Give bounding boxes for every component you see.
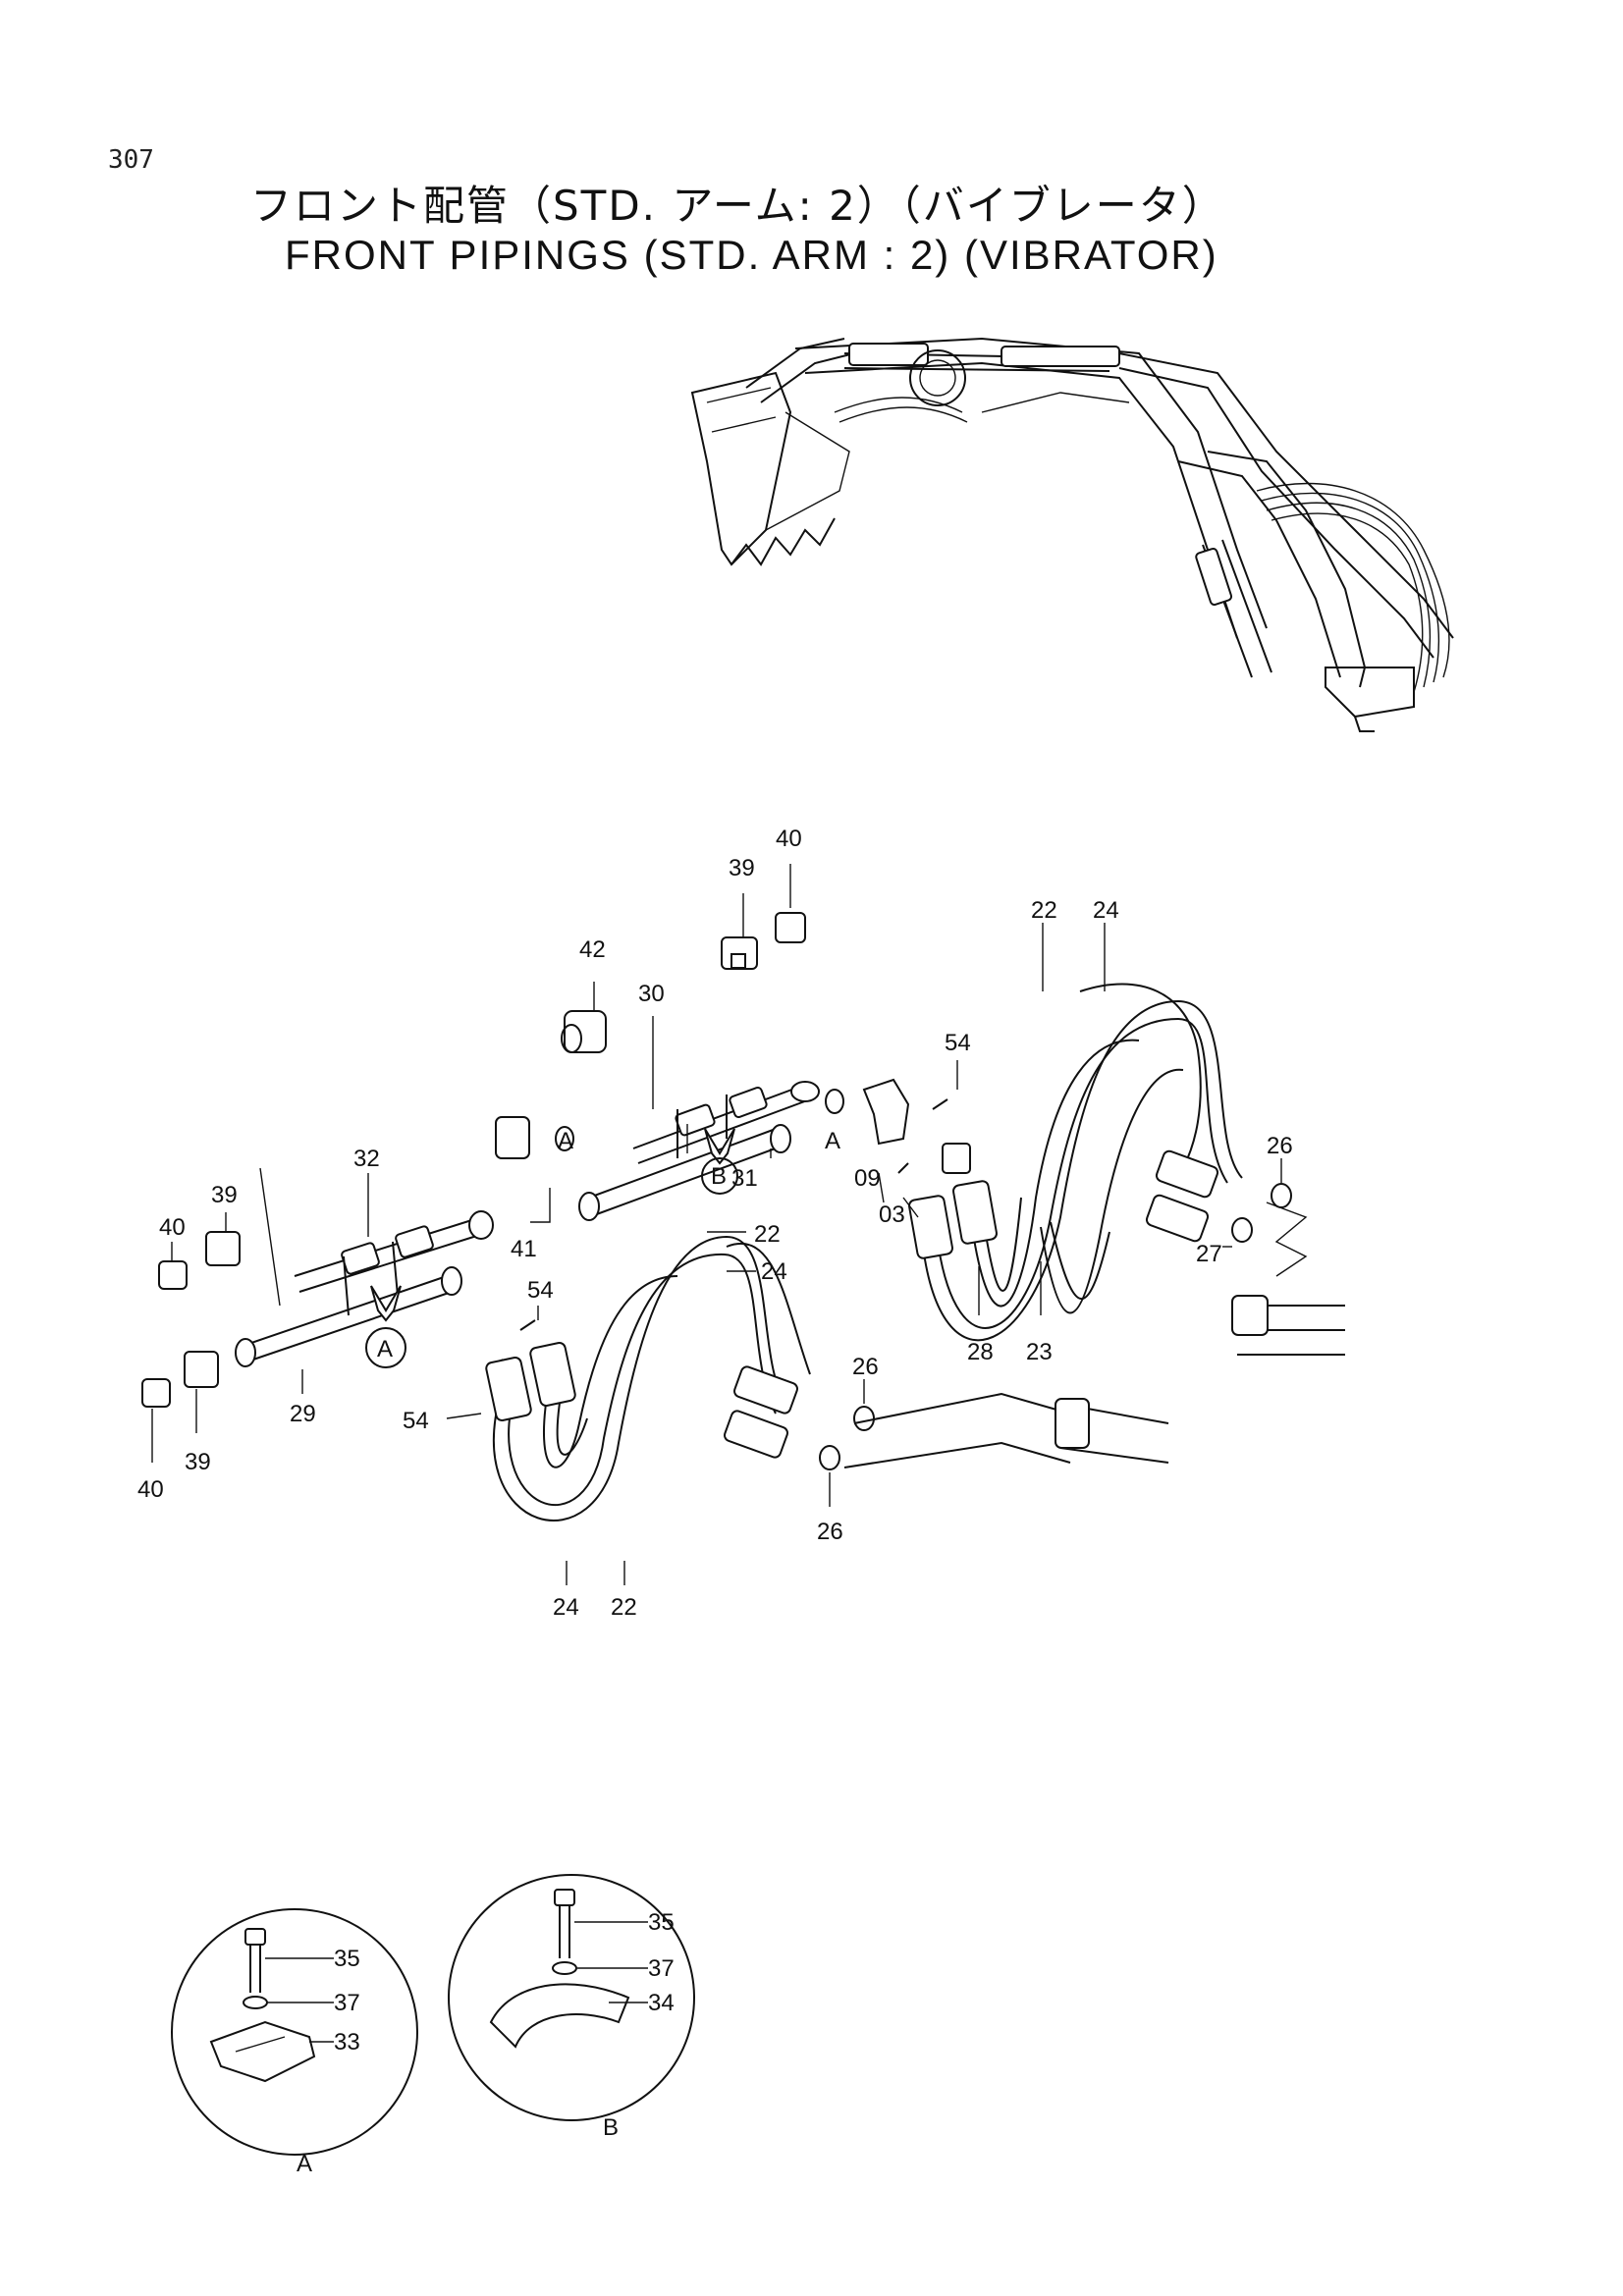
callout-22: 22 xyxy=(754,1221,781,1248)
callout-40: 40 xyxy=(137,1476,164,1503)
callout-39: 39 xyxy=(211,1182,238,1208)
callout-28: 28 xyxy=(967,1339,994,1365)
callout-34: 34 xyxy=(648,1990,675,2016)
detail-view-b-label: B xyxy=(603,2114,619,2141)
callout-26: 26 xyxy=(852,1354,879,1380)
callout-39: 39 xyxy=(729,855,755,881)
callout-27: 27 xyxy=(1196,1241,1222,1267)
callout-39: 39 xyxy=(185,1449,211,1475)
pipe-assembly-30 xyxy=(578,1081,820,1221)
callout-40: 40 xyxy=(776,826,802,852)
callout-33: 33 xyxy=(334,2029,360,2056)
callout-09: 09 xyxy=(854,1165,881,1192)
page-number: 307 xyxy=(108,145,154,175)
callout-32: 32 xyxy=(353,1146,380,1172)
view-arrow-b-label: B xyxy=(711,1163,727,1190)
callout-03: 03 xyxy=(879,1201,905,1228)
hose-pair-right xyxy=(908,983,1345,1356)
callout-42: 42 xyxy=(579,936,606,963)
detail-view-a: 35 37 33 A xyxy=(171,1908,418,2177)
callout-22: 22 xyxy=(1031,897,1057,924)
callout-22: 22 xyxy=(611,1594,637,1621)
callout-30: 30 xyxy=(638,981,665,1007)
view-markers xyxy=(365,1128,738,1368)
callout-35: 35 xyxy=(648,1909,675,1936)
callout-37: 37 xyxy=(648,1955,675,1982)
callout-labels: 40 39 42 30 22 24 54 26 31 09 03 27 28 2… xyxy=(137,826,1293,1621)
callout-35: 35 xyxy=(334,1946,360,1972)
title-japanese: フロント配管（STD. アーム: 2）（バイブレータ） xyxy=(250,182,1225,230)
detail-view-a-label: A xyxy=(297,2151,312,2177)
callout-54: 54 xyxy=(527,1277,554,1304)
callout-41: 41 xyxy=(511,1236,537,1262)
hose-pair-left xyxy=(485,1235,1169,1522)
fittings xyxy=(141,912,1292,1470)
callout-24: 24 xyxy=(553,1594,579,1621)
callout-26: 26 xyxy=(817,1519,843,1545)
view-marker-a: A xyxy=(825,1128,840,1154)
callout-24: 24 xyxy=(1093,897,1119,924)
callout-31: 31 xyxy=(731,1165,758,1192)
pipe-assembly-32 xyxy=(235,1210,494,1367)
callout-54: 54 xyxy=(945,1030,971,1056)
title-english: FRONT PIPINGS (STD. ARM : 2) (VIBRATOR) xyxy=(285,232,1218,278)
excavator-front-overview xyxy=(690,337,1454,732)
callout-26: 26 xyxy=(1267,1133,1293,1159)
leader-lines xyxy=(151,864,1282,1585)
callout-54: 54 xyxy=(403,1408,429,1434)
callout-23: 23 xyxy=(1026,1339,1053,1365)
callout-24: 24 xyxy=(761,1258,787,1285)
view-marker-a: A xyxy=(558,1128,573,1154)
callout-37: 37 xyxy=(334,1990,360,2016)
callout-29: 29 xyxy=(290,1401,316,1427)
detail-view-b: 35 37 34 B xyxy=(448,1874,695,2141)
view-arrow-a-label: A xyxy=(377,1336,393,1362)
callout-40: 40 xyxy=(159,1214,186,1241)
